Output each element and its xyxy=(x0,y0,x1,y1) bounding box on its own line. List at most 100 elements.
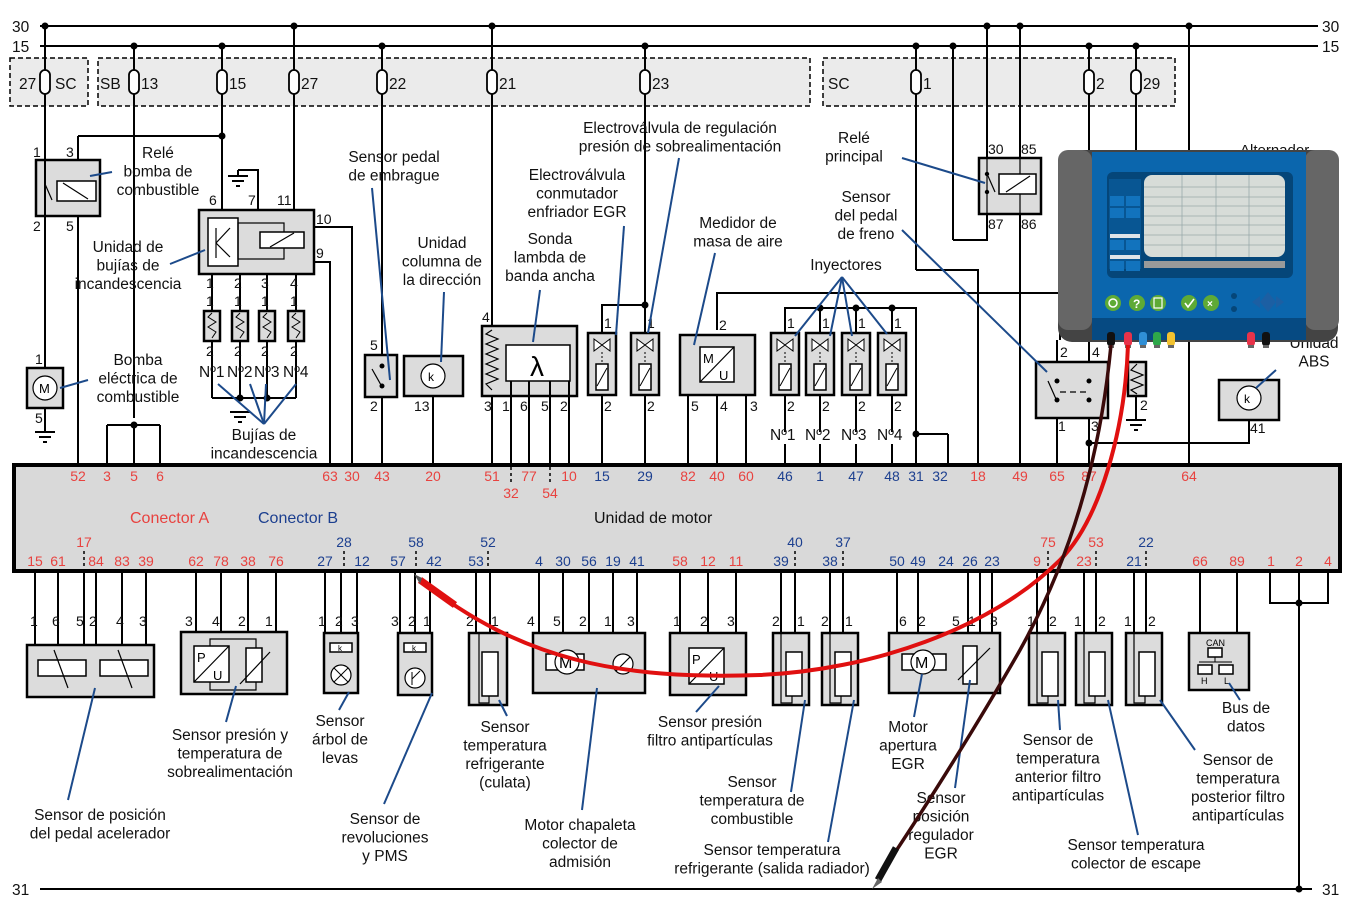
svg-text:2: 2 xyxy=(1148,613,1156,629)
ecu-pin-label: 30 xyxy=(555,553,571,569)
ecu-pin-label: 17 xyxy=(76,534,92,550)
ecu-pin-label: 50 xyxy=(889,553,905,569)
crankshaft-speed-sensor: k xyxy=(396,631,434,697)
mass-air-flow-meter: M U xyxy=(678,292,1060,465)
probe-socket[interactable] xyxy=(1262,332,1270,348)
ecu-pin-label: 83 xyxy=(114,553,130,569)
fuse-box-sc2-label: SC xyxy=(828,76,850,93)
probe-cable-black[interactable] xyxy=(872,344,1113,889)
dpad[interactable] xyxy=(1252,292,1284,312)
boost-pressure-temp-sensor: P U xyxy=(179,630,289,696)
fuse-27-sb: 27 xyxy=(301,76,318,93)
ecu-pin-label: 65 xyxy=(1049,468,1065,484)
document-button[interactable] xyxy=(1150,295,1166,311)
probe-cable-red[interactable] xyxy=(414,344,1130,678)
dpf-pressure-sensor: P U xyxy=(668,631,748,697)
probe-socket[interactable] xyxy=(1153,332,1161,348)
boost-pressure-valve: 12 xyxy=(629,315,661,465)
svg-text:1: 1 xyxy=(673,613,681,629)
svg-text:1: 1 xyxy=(858,315,866,331)
probe-socket[interactable] xyxy=(1139,332,1147,348)
ecu-pin-label: 4 xyxy=(1324,553,1332,569)
svg-text:2: 2 xyxy=(370,398,378,414)
svg-text:4: 4 xyxy=(527,613,535,629)
svg-text:?: ? xyxy=(1133,297,1140,311)
ecu-pin-label: 3 xyxy=(103,468,111,484)
svg-text:2: 2 xyxy=(335,613,343,629)
probe-socket[interactable] xyxy=(1167,332,1175,348)
svg-text:2: 2 xyxy=(858,398,866,414)
ecu-pin-label: 15 xyxy=(594,468,610,484)
svg-text:5: 5 xyxy=(952,613,960,629)
egr-cooler-valve: 12 xyxy=(586,315,618,465)
svg-text:M: M xyxy=(915,655,928,672)
probe-socket[interactable] xyxy=(1247,332,1255,348)
svg-text:2: 2 xyxy=(719,317,727,333)
svg-text:86: 86 xyxy=(1021,216,1037,232)
svg-text:1: 1 xyxy=(1027,613,1035,629)
diagnostic-tool[interactable]: ? × xyxy=(1058,150,1339,348)
svg-text:6: 6 xyxy=(899,613,907,629)
ecu-pin-label: 40 xyxy=(709,468,725,484)
ecu-pin-label: 10 xyxy=(561,468,577,484)
ecu-pin-label: 20 xyxy=(425,468,441,484)
rail-31-label-right: 31 xyxy=(1322,882,1339,899)
injector: 12 xyxy=(876,308,908,432)
svg-text:11: 11 xyxy=(277,192,292,208)
ecu-pin-label: 15 xyxy=(27,553,43,569)
fuse-box-sb xyxy=(97,57,811,107)
ecu-title: Unidad de motor xyxy=(594,510,713,527)
ecu-pin-label: 39 xyxy=(138,553,154,569)
svg-text:λ: λ xyxy=(530,351,544,382)
svg-text:1: 1 xyxy=(206,293,214,309)
confirm-button[interactable] xyxy=(1181,295,1197,311)
svg-text:M: M xyxy=(39,381,50,396)
ecu-pin-label: 51 xyxy=(484,468,500,484)
ecu-pin-label: 53 xyxy=(468,553,484,569)
svg-text:1: 1 xyxy=(491,613,499,629)
ecu-pin-label: 38 xyxy=(822,553,838,569)
svg-text:1: 1 xyxy=(797,613,805,629)
ecu-pin-label: 47 xyxy=(848,468,864,484)
dpf-front-temp-sensor xyxy=(1027,631,1067,707)
alternator-label: Alternador xyxy=(1240,142,1309,159)
ecu-pin-label: 63 xyxy=(322,468,338,484)
help-button[interactable]: ? xyxy=(1129,295,1145,311)
power-button[interactable] xyxy=(1105,295,1121,311)
ecu-pin-label: 39 xyxy=(773,553,789,569)
steering-column-unit: k xyxy=(402,354,465,465)
svg-text:1: 1 xyxy=(261,293,269,309)
injector: 12 xyxy=(840,308,872,432)
rail-15-label-left: 15 xyxy=(12,39,29,56)
svg-text:1: 1 xyxy=(1124,613,1132,629)
svg-text:2: 2 xyxy=(894,398,902,414)
svg-text:k: k xyxy=(412,644,417,653)
svg-text:1: 1 xyxy=(894,315,902,331)
cancel-button[interactable]: × xyxy=(1203,295,1219,311)
svg-text:1: 1 xyxy=(502,398,510,414)
svg-text:1: 1 xyxy=(423,613,431,629)
ecu-pin-label: 24 xyxy=(938,553,954,569)
ecu-pin-label: 84 xyxy=(88,553,104,569)
svg-text:M: M xyxy=(703,351,714,366)
can-bus-unit xyxy=(1187,631,1251,692)
